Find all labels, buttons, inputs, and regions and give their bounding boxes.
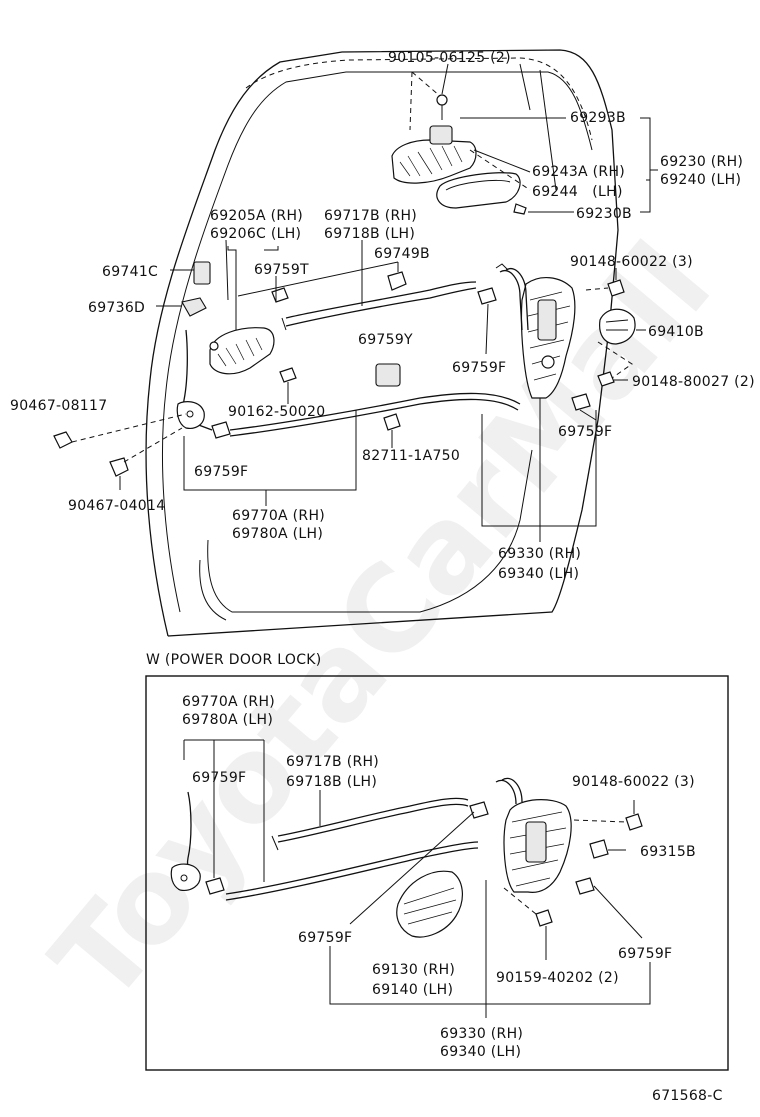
door-lock-assembly [477,263,646,542]
handle-leader-lines [441,63,658,213]
upper-labels: 90105-06125 (2) 69293B 69243A (RH) 69244… [10,50,755,582]
outside-handle-assembly [391,71,531,215]
label-inner-handle-lh: 69206C (LH) [210,226,301,242]
label-lock-rod-lh: 69780A (LH) [232,526,323,542]
label-outer-handle-lh: 69240 (LH) [660,172,741,188]
label-rod-rh: 69717B (RH) [324,208,417,224]
inset-labels: 69770A (RH) 69780A (LH) 69759F 69717B (R… [182,694,696,1060]
label-screw-top-right: 90148-60022 (3) [570,254,693,270]
inset-label-screw: 90148-60022 (3) [572,774,695,790]
label-clip-f-left: 69759F [194,464,248,480]
label-inner-handle-rh: 69205A (RH) [210,208,303,224]
label-lock-lh: 69340 (LH) [498,566,579,582]
label-clip-b: 69749B [374,246,430,262]
inset-label-clip-f-top: 69759F [192,770,246,786]
label-lock-rod-rh: 69770A (RH) [232,508,325,524]
inset-label-lock-lh: 69340 (LH) [440,1044,521,1060]
label-bolt-top: 90105-06125 (2) [388,50,511,66]
label-clamp: 82711-1A750 [362,448,460,464]
label-rod-lh: 69718B (LH) [324,226,415,242]
figure-code: 671568-C [652,1088,723,1104]
label-screw-bottom-right: 90148-80027 (2) [632,374,755,390]
inset-label-cover-lh: 69140 (LH) [372,982,453,998]
inset-label-clip-f-left: 69759F [298,930,352,946]
label-pad-rh: 69243A (RH) [532,164,625,180]
label-handle-frame: 69293B [570,110,626,126]
label-clip-f-right: 69759F [558,424,612,440]
label-lock-cover: 69410B [648,324,704,340]
inset-label-clip-f-right: 69759F [618,946,672,962]
inset-label-clip-315: 69315B [640,844,696,860]
label-clip-f-mid: 69759F [452,360,506,376]
door-outline [145,49,619,637]
label-clip-y: 69759Y [358,332,413,348]
inset-title: W (POWER DOOR LOCK) [146,652,322,668]
label-cover-screw: 69230B [576,206,632,222]
label-bolt-left: 90467-04014 [68,498,165,514]
inset-box [145,675,729,1071]
label-pad-lh: 69244 (LH) [532,184,623,200]
inset-label-screw-small: 90159-40202 (2) [496,970,619,986]
lock-rod-left [53,329,357,506]
inset-label-lock-rod-rh: 69770A (RH) [182,694,275,710]
label-clip-t: 69759T [254,262,309,278]
inset-label-rod-lh: 69718B (LH) [286,774,377,790]
label-outer-handle-rh: 69230 (RH) [660,154,743,170]
inset-label-rod-rh: 69717B (RH) [286,754,379,770]
label-lock-rh: 69330 (RH) [498,546,581,562]
inside-handle-assembly [156,240,521,448]
label-screw-inner: 90162-50020 [228,404,325,420]
inset-label-lock-rh: 69330 (RH) [440,1026,523,1042]
label-bracket-d: 69736D [88,300,145,316]
inset-label-cover-rh: 69130 (RH) [372,962,455,978]
label-bracket-c: 69741C [102,264,158,280]
label-nut-left: 90467-08117 [10,398,107,414]
inset-drawing [170,739,651,1018]
inset-label-lock-rod-lh: 69780A (LH) [182,712,273,728]
